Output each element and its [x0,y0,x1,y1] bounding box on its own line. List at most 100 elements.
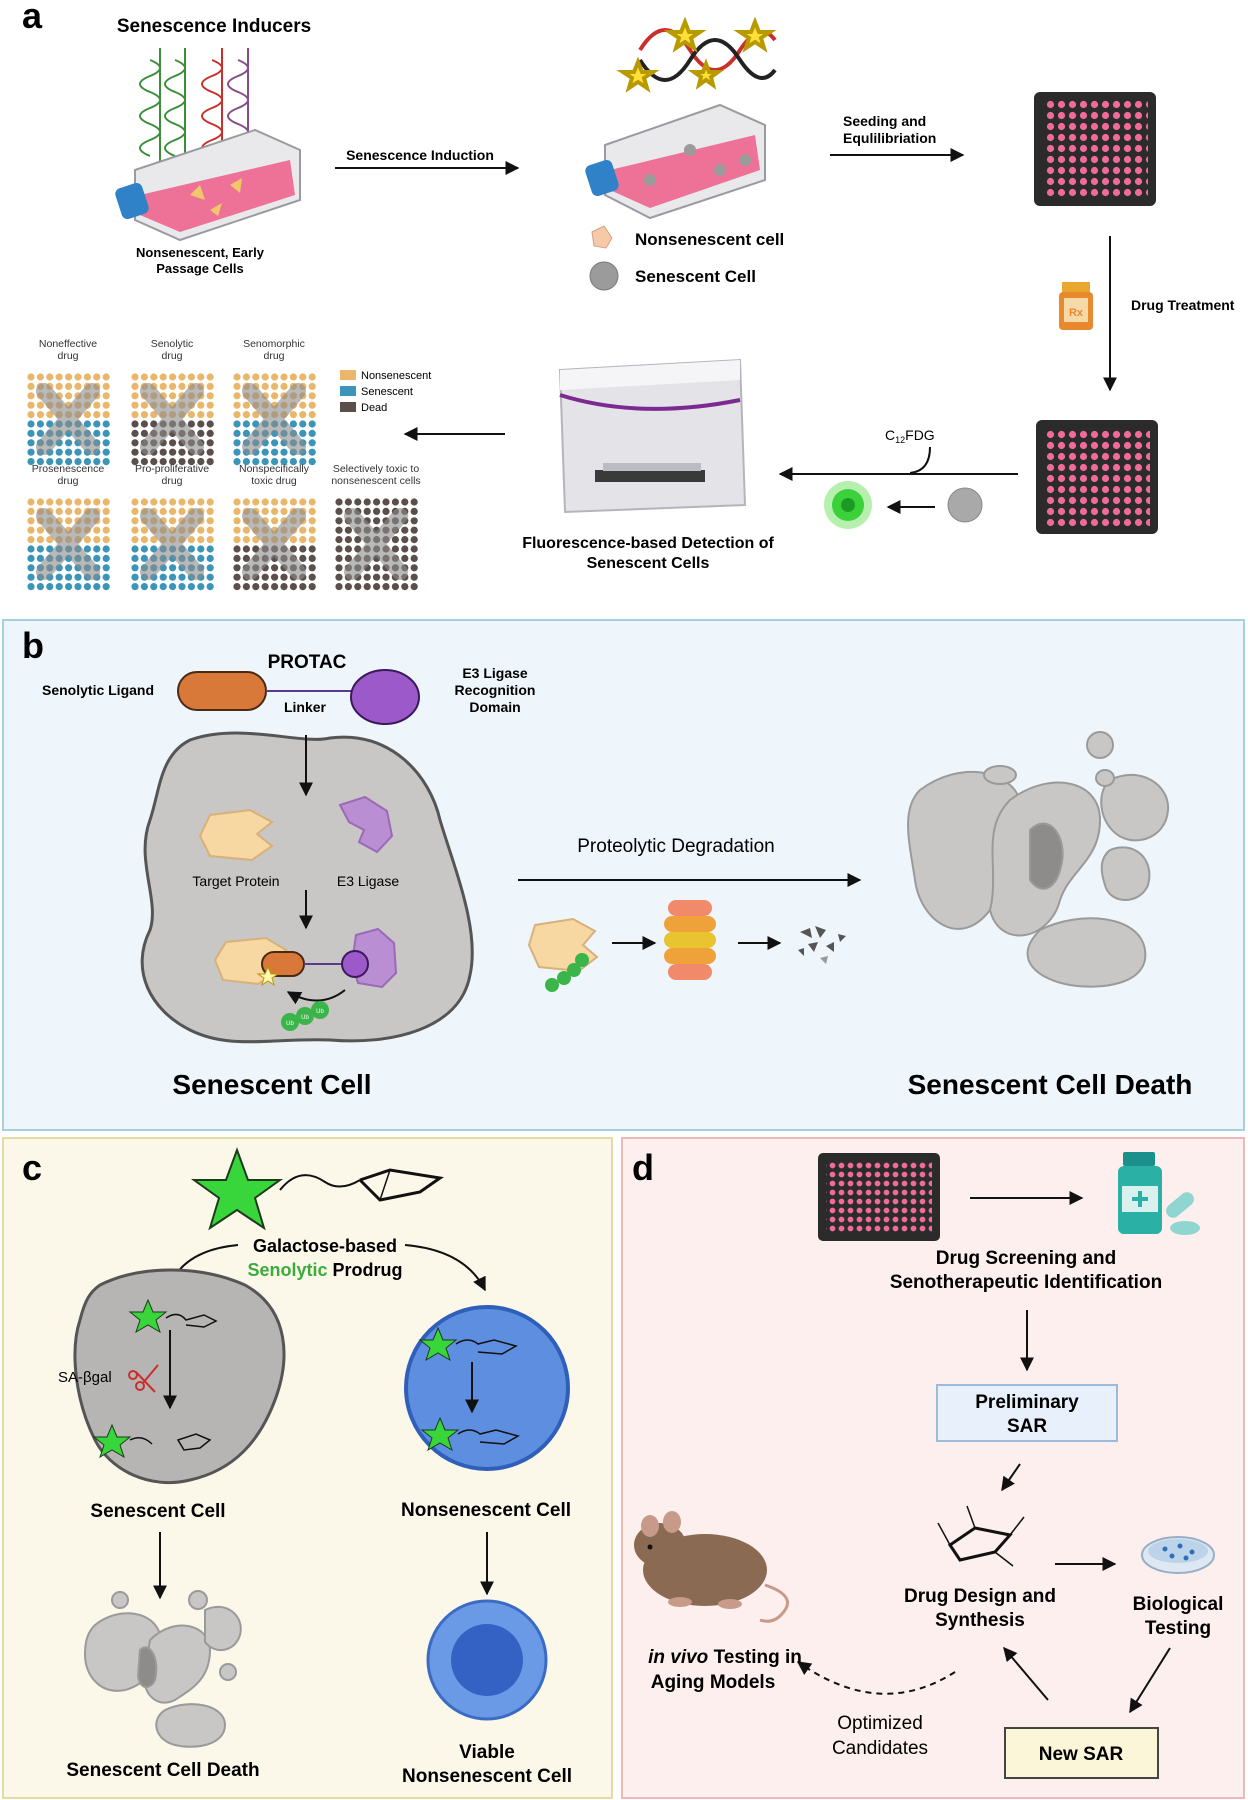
grid-well [140,536,148,544]
grid-well [299,536,307,544]
panel-d-frame [621,1137,1245,1799]
grid-well [344,498,352,506]
inducer-helix-icon [139,48,249,188]
grid-well [233,429,241,437]
grid-well [308,517,316,525]
ub-label: Ub [286,1021,294,1027]
grid-well [206,554,214,563]
grid-well [252,373,260,381]
panel-c-letter: c [22,1147,42,1188]
grid-well [131,526,139,534]
seeding-label-2: Equlilibriation [843,130,936,146]
grid-well [233,498,241,506]
grid-well [150,420,158,428]
grid-well [289,420,297,428]
senescent-cell-icon [947,487,983,523]
grid-well [93,458,101,466]
grid-well [363,583,371,591]
grid-well [308,439,316,447]
grid-well [335,517,343,525]
e3-domain-label: E3 Ligase [462,665,528,681]
optimized-label: Optimized [837,1713,923,1734]
grid-well [65,498,73,506]
grid-well [93,498,101,506]
grid-well [74,573,82,581]
grid-well [178,573,186,581]
grid-well [187,458,195,466]
grid-well [271,439,279,447]
grid-well [102,411,110,419]
grid-well [55,498,63,506]
grid-well [197,536,205,544]
grid-well [46,498,54,506]
viable-label: Viable [459,1742,515,1763]
grid-well [289,411,297,419]
plate-wells [1043,100,1148,198]
grid-well [187,411,195,419]
grid-well [65,564,73,572]
e3-ligase-icon [338,795,394,854]
grid-well [102,517,110,525]
panel-d: d Drug Screening and Senotherapeutic Ide… [621,1137,1245,1799]
grid-well [93,411,101,419]
grid-well [308,401,316,409]
legend-swatch-dead [340,402,356,412]
grid-well [102,498,110,506]
grid-well [46,373,54,381]
grid-well [187,498,195,506]
arrow-to-new-sar [1129,1647,1171,1714]
grid-well [233,517,241,525]
culture-flask-icon [585,103,766,220]
grid-well [197,545,205,553]
grid-well [401,545,409,553]
grid-well [344,545,352,553]
grid-well [83,536,91,544]
grid-well [169,392,177,400]
invivo-label: in vivo Testing in [648,1647,802,1668]
result-grids: NoneffectivedrugSenolyticdrugSenomorphic… [27,338,421,591]
grid-well [74,498,82,506]
grid-well [252,545,260,553]
grid-well [169,517,177,525]
grid-well [93,536,101,544]
grid-well [391,583,399,591]
plate-wells [826,1160,932,1234]
grid-well [159,583,167,591]
grid-well [131,458,139,466]
ub-label: Ub [301,1015,309,1021]
grid-well [159,573,167,581]
grid-well [36,583,45,591]
grid-well [140,545,148,553]
design-label-2: Synthesis [935,1610,1025,1631]
grid-well [65,373,73,381]
grid-well [131,517,139,525]
grid-well [140,458,148,466]
grid-well [242,411,250,419]
grid-well [233,382,241,390]
grid-well [233,554,241,563]
grid-title: Pro-proliferative [135,463,209,475]
grid-well [102,507,110,515]
grid-well [46,458,54,466]
target-protein-icon [198,808,274,862]
grid-well [363,498,371,506]
protac-title: PROTAC [268,652,347,673]
optimized-label-2: Candidates [832,1738,928,1759]
grid-well [280,498,288,506]
flask1-label: Nonsenescent, Early [136,245,265,260]
treated-wells-overlay [140,508,204,580]
grid-well [197,411,205,419]
sabgal-label: SA-βgal [58,1369,112,1386]
grid-well [344,526,352,534]
grid-well [308,554,316,563]
grid-well [65,507,73,515]
legend-senescent: Senescent [361,386,413,398]
grid-well [401,536,409,544]
grid-well [102,382,110,390]
grid-well [206,507,214,515]
petri-dish-icon [1141,1536,1215,1574]
grid-well [299,526,307,534]
